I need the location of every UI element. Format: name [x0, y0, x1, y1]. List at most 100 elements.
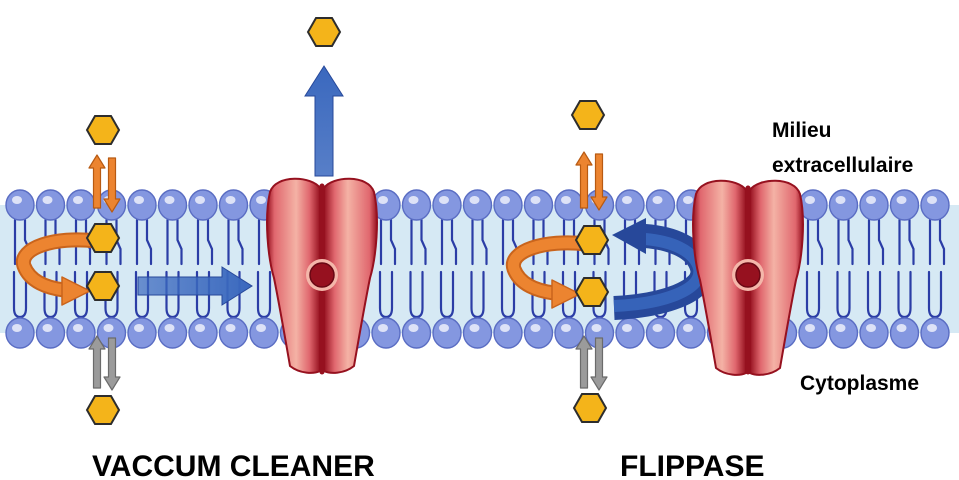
- lipid-head-highlight: [226, 324, 236, 332]
- substrate-hexagon-inner-leaflet: [87, 272, 119, 300]
- lipid-head-circle: [464, 190, 492, 220]
- lipid-head-highlight: [134, 324, 144, 332]
- lipid-head-circle: [616, 190, 644, 220]
- lipid-head-circle: [220, 190, 248, 220]
- substrate-hexagon-expelled: [308, 18, 340, 46]
- lipid-head-circle: [494, 318, 522, 348]
- lipid-head-highlight: [592, 324, 602, 332]
- lipid-head-outer: [830, 190, 858, 220]
- lipid-head-outer: [525, 190, 553, 220]
- lipid-head-highlight: [531, 324, 541, 332]
- lipid-head-highlight: [165, 196, 175, 204]
- lipid-head-outer: [403, 190, 431, 220]
- lipid-head-circle: [555, 190, 583, 220]
- lipid-head-highlight: [561, 196, 571, 204]
- lipid-head-circle: [37, 190, 65, 220]
- lipid-head-circle: [6, 318, 34, 348]
- lipid-head-inner: [433, 318, 461, 348]
- membrane-hydrophobic-core: [0, 205, 959, 333]
- lipid-head-inner: [494, 318, 522, 348]
- lipid-head-highlight: [500, 196, 510, 204]
- lipid-head-highlight: [622, 196, 632, 204]
- lipid-head-highlight: [195, 196, 205, 204]
- lipid-head-highlight: [836, 196, 846, 204]
- lipid-head-highlight: [439, 196, 449, 204]
- lipid-head-circle: [860, 318, 888, 348]
- extracellular-label-line2: extracellulaire: [772, 154, 913, 177]
- lipid-head-inner: [6, 318, 34, 348]
- lipid-head-circle: [403, 190, 431, 220]
- lipid-head-highlight: [73, 324, 83, 332]
- lipid-head-circle: [67, 190, 95, 220]
- lipid-head-highlight: [256, 196, 266, 204]
- lipid-head-highlight: [165, 324, 175, 332]
- lipid-head-inner: [616, 318, 644, 348]
- substrate-hexagon-extracellular: [572, 101, 604, 129]
- lipid-head-circle: [220, 318, 248, 348]
- lipid-head-outer: [37, 190, 65, 220]
- lipid-head-highlight: [836, 324, 846, 332]
- lipid-head-inner: [830, 318, 858, 348]
- lipid-head-circle: [159, 318, 187, 348]
- lipid-head-circle: [799, 318, 827, 348]
- model-title-flippase: FLIPPASE: [620, 450, 764, 480]
- lipid-head-circle: [525, 190, 553, 220]
- lipid-head-inner: [860, 318, 888, 348]
- substrate-hexagon-cytoplasm: [574, 394, 606, 422]
- orange-down-arrow: [591, 154, 607, 210]
- lipid-head-highlight: [73, 196, 83, 204]
- efflux-arrow: [305, 66, 343, 176]
- lipid-head-highlight: [470, 196, 480, 204]
- lipid-head-outer: [67, 190, 95, 220]
- lipid-head-circle: [891, 190, 919, 220]
- protein-pore: [736, 263, 760, 287]
- lipid-head-inner: [189, 318, 217, 348]
- lipid-head-highlight: [683, 324, 693, 332]
- lipid-head-circle: [525, 318, 553, 348]
- lipid-head-inner: [250, 318, 278, 348]
- lipid-head-highlight: [43, 324, 53, 332]
- lipid-head-circle: [830, 190, 858, 220]
- orange-down-arrow: [104, 158, 120, 212]
- lipid-head-inner: [372, 318, 400, 348]
- lipid-head-circle: [6, 190, 34, 220]
- lipid-head-highlight: [866, 324, 876, 332]
- lipid-head-circle: [891, 318, 919, 348]
- lipid-head-circle: [128, 190, 156, 220]
- lipid-head-circle: [189, 190, 217, 220]
- lipid-head-highlight: [378, 324, 388, 332]
- lipid-head-highlight: [409, 324, 419, 332]
- lipid-head-outer: [189, 190, 217, 220]
- lipid-head-circle: [159, 190, 187, 220]
- lipid-head-highlight: [561, 324, 571, 332]
- substrate-hexagon-inner-leaflet: [576, 278, 608, 306]
- lipid-head-highlight: [134, 196, 144, 204]
- lipid-head-highlight: [927, 324, 937, 332]
- protein-pore: [310, 263, 334, 287]
- lipid-head-circle: [860, 190, 888, 220]
- lipid-head-outer: [647, 190, 675, 220]
- lipid-head-highlight: [805, 324, 815, 332]
- lipid-head-circle: [189, 318, 217, 348]
- lipid-head-highlight: [470, 324, 480, 332]
- extracellular-label-line1: Milieu: [772, 119, 832, 142]
- lipid-head-inner: [159, 318, 187, 348]
- lipid-head-highlight: [683, 196, 693, 204]
- substrate-hexagon-extracellular: [87, 116, 119, 144]
- lipid-head-inner: [647, 318, 675, 348]
- lipid-head-circle: [647, 190, 675, 220]
- lipid-head-circle: [37, 318, 65, 348]
- lipid-head-inner: [677, 318, 705, 348]
- lipid-head-outer: [860, 190, 888, 220]
- lipid-head-highlight: [653, 196, 663, 204]
- lipid-head-inner: [891, 318, 919, 348]
- lipid-head-inner: [799, 318, 827, 348]
- lipid-head-circle: [372, 318, 400, 348]
- lipid-head-highlight: [897, 196, 907, 204]
- lipid-head-outer: [220, 190, 248, 220]
- inner-leaflet-heads: [6, 318, 949, 348]
- lipid-head-highlight: [439, 324, 449, 332]
- lipid-head-outer: [159, 190, 187, 220]
- substrate-hexagon-outer-leaflet: [576, 226, 608, 254]
